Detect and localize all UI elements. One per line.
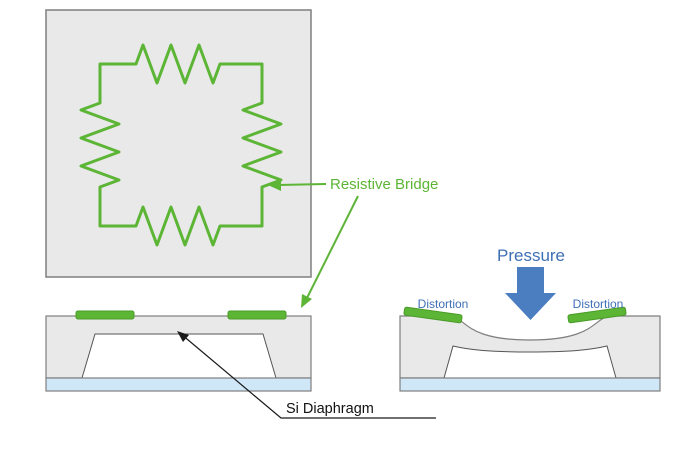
resistive-bridge-callout: Resistive Bridge bbox=[268, 176, 438, 308]
piezo-resistor-right bbox=[227, 310, 287, 320]
si-diaphragm-label: Si Diaphragm bbox=[286, 401, 374, 417]
distortion-label-left: Distortion bbox=[418, 297, 469, 311]
pressure-label: Pressure bbox=[497, 246, 565, 265]
pressurized-section-cavity bbox=[443, 345, 617, 379]
section-pointer-arrowhead-icon bbox=[301, 294, 312, 308]
bridge-pointer-line bbox=[277, 183, 327, 186]
flat-section-glass-base bbox=[45, 377, 312, 392]
si-diaphragm-callout: Si Diaphragm bbox=[177, 331, 436, 419]
diaphragm-leader-line bbox=[180, 333, 436, 419]
resistive-bridge-label: Resistive Bridge bbox=[330, 176, 438, 193]
cross-section-flat bbox=[45, 310, 312, 392]
diaphragm-arrowhead-icon bbox=[177, 331, 189, 342]
chip-top-view bbox=[45, 9, 312, 278]
cross-section-pressurized: Pressure Distortion Distortion bbox=[399, 246, 661, 392]
chip-top-view-group bbox=[45, 9, 312, 278]
pressure-arrow-icon bbox=[505, 267, 556, 320]
distorted-resistor-right bbox=[567, 306, 627, 324]
resistive-bridge-circuit bbox=[79, 43, 283, 247]
flat-section-cavity bbox=[81, 333, 277, 379]
piezo-resistor-left bbox=[75, 310, 135, 320]
distorted-resistor-left bbox=[403, 306, 463, 324]
bridge-pointer-arrowhead-icon bbox=[268, 179, 281, 191]
pressurized-section-glass-base bbox=[399, 377, 661, 392]
distortion-label-right: Distortion bbox=[573, 297, 624, 311]
section-pointer-line bbox=[305, 195, 359, 301]
